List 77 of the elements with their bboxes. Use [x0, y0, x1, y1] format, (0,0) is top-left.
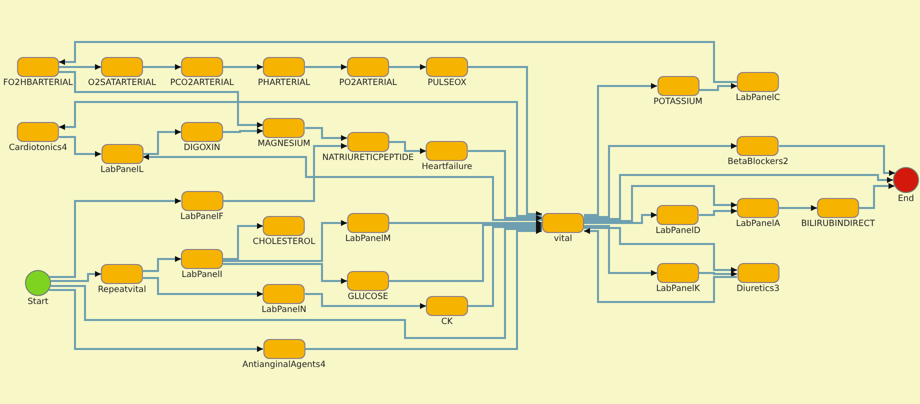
arrow — [59, 64, 101, 70]
arrow — [223, 128, 263, 134]
activity-label: GLUCOSE — [348, 292, 388, 302]
arrow — [584, 185, 737, 222]
activity-label: LabPanelD — [656, 226, 700, 236]
arrow — [584, 143, 737, 218]
arrow — [143, 129, 181, 155]
activity-label: Repeatvital — [98, 285, 146, 295]
arrow — [699, 271, 737, 277]
activity-label: AntianginalAgents4 — [242, 360, 326, 370]
arrow — [584, 225, 657, 276]
arrow — [584, 212, 657, 224]
activity-label: CK — [441, 317, 453, 327]
activity-label: Start — [28, 297, 48, 307]
arrow — [389, 141, 426, 154]
activity-label: LabPanelL — [100, 165, 144, 175]
arrow — [699, 83, 737, 91]
activity-label: MAGNESIUM — [258, 139, 310, 149]
arrow — [143, 277, 263, 297]
arrow — [223, 143, 347, 202]
activity-label: LabPanelA — [736, 219, 780, 229]
arrow — [389, 222, 542, 282]
activity-label: POTASSIUM — [653, 97, 703, 107]
activity-label: LabPanelM — [345, 234, 391, 244]
activity-label: Heartfailure — [422, 162, 472, 172]
arrow — [59, 71, 263, 128]
arrow — [223, 263, 347, 284]
arrow — [59, 101, 542, 217]
activity-label: Diuretics3 — [736, 284, 780, 294]
activity-label: Cardiotonics4 — [8, 143, 68, 153]
activity-label: CHOLESTEROL — [252, 237, 316, 247]
arrow — [223, 64, 263, 70]
arrow — [143, 154, 542, 221]
activity-label: PULSEOX — [428, 78, 466, 88]
arrow — [59, 136, 101, 157]
arrow — [50, 198, 181, 278]
arrow — [305, 293, 426, 309]
activity-label: LabPanelI — [182, 270, 222, 280]
arrow — [305, 127, 347, 141]
arrow — [779, 145, 896, 176]
arrow — [143, 64, 181, 70]
arrow — [584, 83, 657, 216]
activity-label: BILIRUBINDIRECT — [801, 219, 875, 229]
arrow — [389, 64, 426, 70]
arrow — [468, 150, 542, 221]
arrow — [143, 256, 181, 272]
activity-label: End — [898, 194, 914, 204]
activity-label: BetaBlockers2 — [728, 157, 788, 167]
arrow — [50, 226, 542, 339]
activity-label: LabPanelK — [656, 284, 700, 294]
arrow — [389, 220, 542, 226]
arrow — [584, 228, 737, 303]
arrow — [59, 41, 737, 83]
activity-label: PCO2ARTERIAL — [170, 78, 234, 88]
arrow — [468, 66, 542, 217]
arrow — [584, 174, 893, 220]
arrow — [859, 183, 894, 209]
activity-label: DIGOXIN — [184, 143, 220, 153]
activity-label: O2SATARTERIAL — [88, 78, 156, 88]
arrow — [223, 223, 263, 260]
activity-label: PHARTERIAL — [258, 78, 310, 88]
activity-label: LabPanelF — [180, 212, 224, 222]
arrow — [305, 64, 347, 70]
activity-label: LabPanelN — [262, 305, 306, 315]
arrow — [223, 220, 347, 262]
arrow — [699, 208, 737, 216]
arrow — [468, 224, 542, 307]
activity-label: PO2ARTERIAL — [339, 78, 397, 88]
arrow — [584, 227, 737, 273]
arrow — [50, 271, 101, 282]
arrow — [48, 289, 263, 352]
activity-label: FO2HBARTERIAL — [3, 78, 73, 88]
arrow — [305, 228, 542, 350]
arrow — [779, 205, 817, 211]
activity-label: NATRIURETICPEPTIDE — [322, 153, 414, 163]
activity-label: vital — [554, 234, 572, 244]
activity-label: LabPanelC — [736, 93, 780, 103]
